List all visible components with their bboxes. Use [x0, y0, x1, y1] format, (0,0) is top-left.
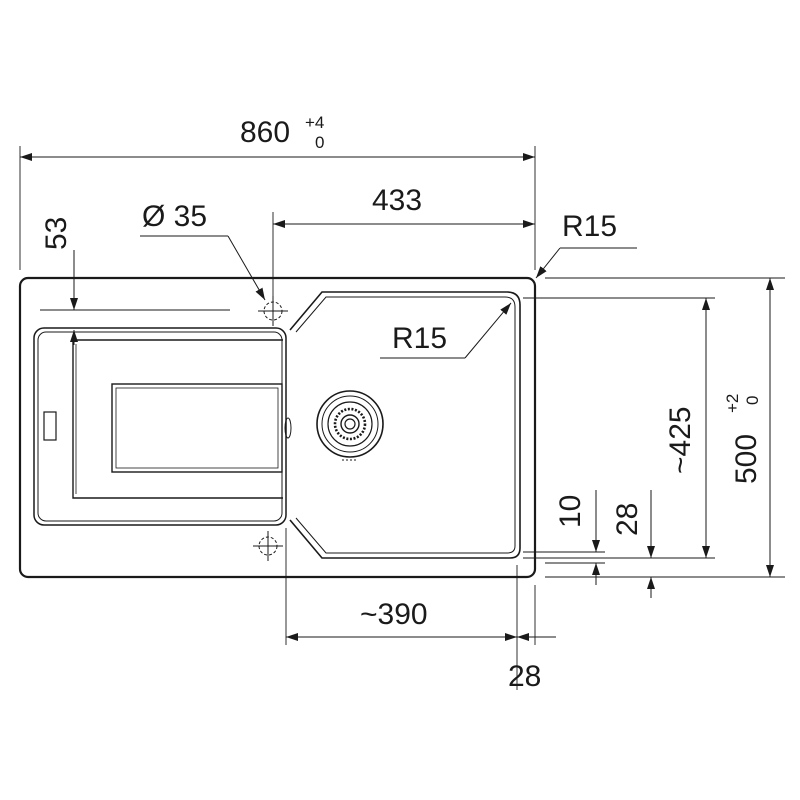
rim-inner-value: 10	[554, 495, 587, 528]
rim-right-value: 28	[508, 660, 541, 693]
drain-strainer	[316, 390, 384, 461]
bowl-depth-value: ~425	[664, 406, 697, 474]
dim-rim-inner: 10	[554, 490, 600, 585]
bowl-outline	[284, 291, 521, 559]
tap-hole-lower	[253, 531, 283, 561]
overall-depth-value: 500	[730, 434, 763, 484]
dim-bowl-depth: ~425	[664, 298, 710, 558]
drainer-ribs	[43, 339, 283, 499]
overall-depth-tol-upper: +2	[723, 394, 742, 413]
tap-offset-value: 53	[40, 217, 73, 250]
overall-depth-tol-lower: 0	[743, 396, 762, 405]
extension-lines	[19, 146, 785, 690]
corner-radius-bowl-value: R15	[392, 322, 447, 355]
dim-tap-diameter: Ø 35	[140, 200, 266, 301]
dim-tap-offset: 53	[40, 217, 78, 345]
overall-width-value: 860	[240, 116, 290, 149]
tap-diameter-value: Ø 35	[142, 200, 207, 233]
overall-width-tol-upper: +4	[305, 113, 324, 132]
dim-corner-radius-bowl: R15	[380, 302, 512, 359]
dim-overall-width: 860 +4 0	[20, 113, 535, 161]
sink-outline	[18, 276, 537, 579]
overall-width-tol-lower: 0	[315, 133, 324, 152]
dim-rim-front: 28	[611, 490, 655, 598]
tap-to-edge-value: 433	[372, 184, 422, 217]
bowl-width-value: ~390	[360, 598, 428, 631]
dim-corner-radius-outer: R15	[535, 210, 637, 279]
dim-bowl-width: ~390	[286, 598, 517, 641]
corner-radius-outer-value: R15	[562, 210, 617, 243]
tap-hole-upper	[258, 296, 288, 326]
rim-front-value: 28	[611, 503, 644, 536]
dim-tap-to-edge: 433	[273, 184, 535, 228]
dim-overall-depth: 500 +2 0	[723, 278, 774, 577]
dim-rim-right: 28	[508, 633, 556, 693]
